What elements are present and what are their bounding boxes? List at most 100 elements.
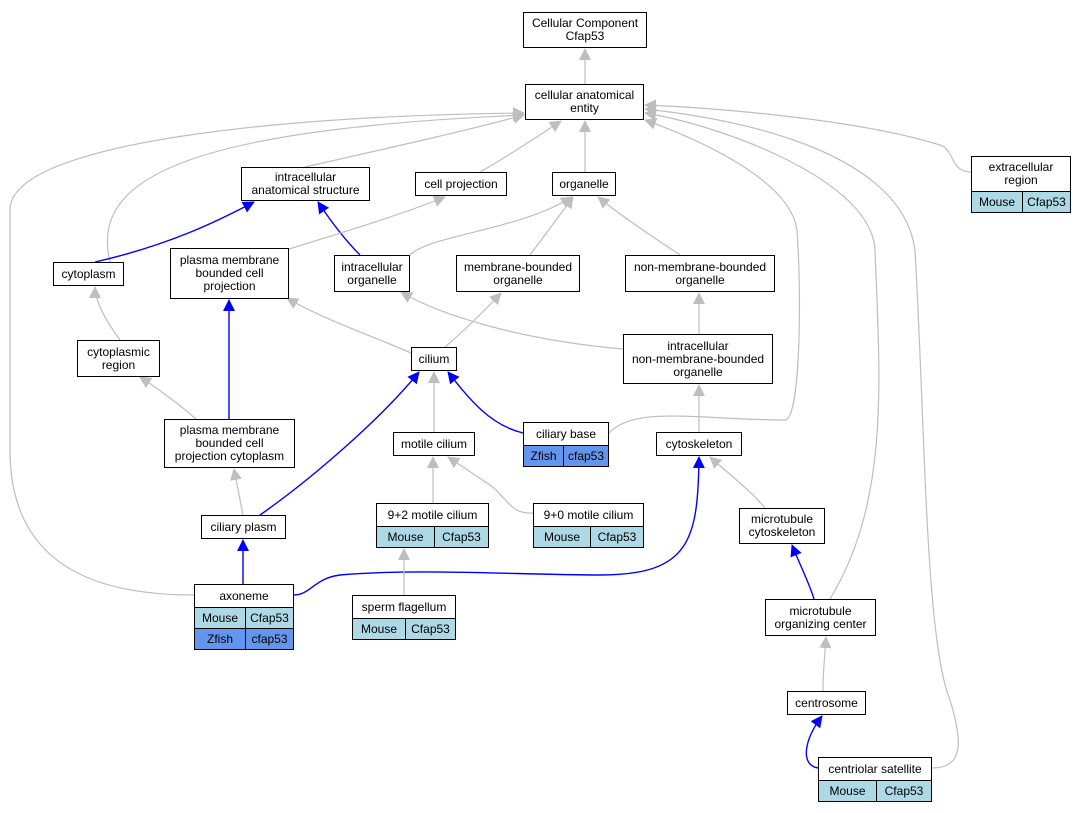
node-cytoskeleton[interactable]: cytoskeleton [656,432,742,456]
annotation-row: Mouse Cfap53 [972,191,1070,212]
node-mtcyto[interactable]: microtubule cytoskeleton [739,508,825,544]
node-intranonmemb[interactable]: intracellular non-membrane-bounded organ… [623,334,773,384]
node-cilium[interactable]: cilium [411,347,457,371]
edge-intraorg-to-ias [317,201,361,256]
edge-centsat-to-cae [644,104,959,769]
node-label: motile cilium [400,436,467,451]
node-label: cell projection [424,176,498,191]
annotation-row: Mouse Cfap53 [353,618,455,639]
node-mtoc[interactable]: microtubule organizing center [765,599,876,636]
annotation-row: Zfish cfap53 [195,628,293,649]
gene-cell[interactable]: Cfap53 [250,611,289,625]
edge-nonmemb-to-organelle [597,196,681,256]
gene-cell[interactable]: Cfap53 [884,784,924,798]
gene-cell[interactable]: Cfap53 [442,530,481,544]
node-pmbcp[interactable]: plasma membrane bounded cell projection [170,248,289,299]
node-label: membrane-bounded organelle [463,259,573,287]
edge-cytoregion-to-cytoplasm [89,286,121,341]
node-motile[interactable]: motile cilium [393,432,475,456]
edge-pmbcpc-to-cytoregion [139,376,197,420]
annotation-row: Mouse Cfap53 [534,526,643,547]
edge-intraorg-to-organelle [409,196,573,256]
node-cytoplasm[interactable]: cytoplasm [53,262,124,286]
edge-centsat-to-centrosome [805,715,823,769]
species-cell: Mouse [195,608,246,628]
node-intraorg[interactable]: intracellular organelle [334,255,410,292]
edge-axoneme-to-cytoskeleton [293,456,705,596]
node-cellproj[interactable]: cell projection [415,172,507,196]
edge-membbound-to-organelle [529,196,574,256]
node-label: centrosome [795,695,858,710]
edge-ciliarybase-to-cilium [447,371,524,434]
gene-cell[interactable]: cfap53 [251,632,288,646]
node-organelle[interactable]: organelle [552,172,616,196]
node-cytoregion[interactable]: cytoplasmic region [77,340,160,377]
species-cell: Mouse [972,192,1023,212]
node-nonmemb[interactable]: non-membrane-bounded organelle [625,255,775,292]
gene-cell[interactable]: cfap53 [567,449,605,463]
species-cell: Mouse [353,619,406,639]
node-pmbcpc[interactable]: plasma membrane bounded cell projection … [164,419,295,468]
annotation-row: Mouse Cfap53 [195,607,293,628]
node-membbound[interactable]: membrane-bounded organelle [456,255,580,292]
species-cell: Zfish [524,446,564,466]
edge-mtcyto-to-cytoskeleton [709,456,766,509]
node-label: ciliary plasm [210,519,277,534]
edge-cilium-to-membbound [444,292,502,348]
node-label: intracellular non-membrane-bounded organ… [631,338,765,379]
annotation-row: Mouse Cfap53 [377,526,488,547]
node-label: centriolar satellite [828,761,922,776]
edge-ias-to-cae [304,112,525,168]
edge-nine0-to-motile [447,456,534,514]
edge-pmbcp-to-cellproj [288,195,446,250]
annotation-row: Mouse Cfap53 [819,780,931,801]
edge-ciliaryplasm-to-pmbcpc [230,468,244,516]
node-label: cilium [418,351,450,366]
node-label: cytoskeleton [665,436,733,451]
edge-mtoc-to-cae [644,108,880,600]
gene-cell[interactable]: Cfap53 [1027,195,1066,209]
edge-ciliaryplasm-to-cilium [259,371,420,516]
edge-ciliarybase-to-cae [608,118,801,434]
node-label: cellular anatomical entity [534,88,635,115]
node-label: microtubule organizing center [774,603,867,631]
node-label: intracellular anatomical structure [251,170,360,197]
species-cell: Zfish [195,629,246,649]
node-ciliaryplasm[interactable]: ciliary plasm [201,515,286,539]
node-label: axoneme [219,588,269,603]
gene-cell[interactable]: Cfap53 [411,622,450,636]
node-label: microtubule cytoskeleton [748,512,816,539]
edge-intranonmemb-to-intraorg [400,291,624,350]
node-label: 9+2 motile cilium [387,507,478,522]
node-label: intracellular organelle [341,259,403,287]
species-cell: Mouse [819,781,877,801]
node-centrosome[interactable]: centrosome [787,691,866,715]
node-label: cytoplasm [61,266,116,281]
node-label: 9+0 motile cilium [543,507,634,522]
node-label: organelle [559,176,609,191]
node-root[interactable]: Cellular Component Cfap53 [523,12,647,48]
node-label: cytoplasmic region [87,344,150,372]
node-label: non-membrane-bounded organelle [633,259,767,287]
species-cell: Mouse [534,527,591,547]
node-label: extracellular region [988,160,1054,187]
gene-cell[interactable]: Cfap53 [597,530,637,544]
species-cell: Mouse [377,527,435,547]
edge-cilium-to-pmbcp [286,297,412,354]
edge-cellproj-to-cae [479,120,562,173]
node-cae[interactable]: cellular anatomical entity [525,84,644,120]
node-label: plasma membrane bounded cell projection … [174,423,285,463]
edge-axoneme-to-cae [9,107,525,596]
edge-cytoplasm-to-ias [94,201,255,263]
node-ias[interactable]: intracellular anatomical structure [241,167,370,201]
